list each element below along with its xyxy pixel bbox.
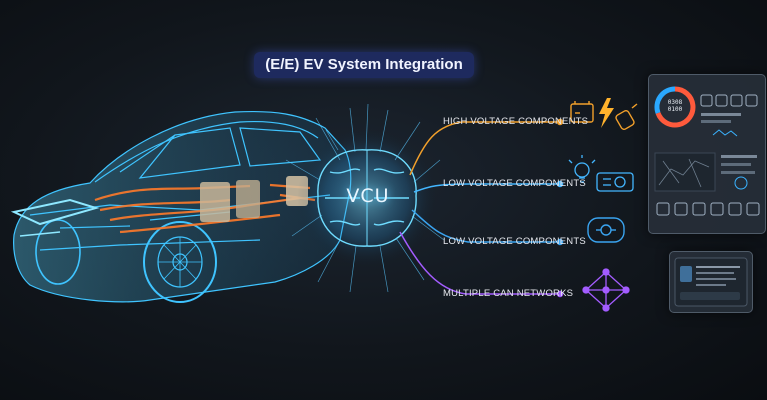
light-bulb-icon (568, 155, 596, 183)
projector-icon (596, 172, 634, 192)
label-can-networks: MULTIPLE CAN NETWORKS (443, 288, 574, 299)
connector-can-networks (399, 231, 564, 298)
steering-wheel-icon (587, 217, 625, 243)
vcu-brain (285, 103, 445, 293)
label-low-voltage-2: LOW VOLTAGE COMPONENTS (443, 236, 586, 247)
gauge-readout-top: 0308 (667, 99, 683, 106)
diagram-title: (E/E) EV System Integration (254, 52, 474, 78)
vcu-label: VCU (346, 185, 390, 207)
connector-low-voltage-2 (411, 209, 564, 246)
label-high-voltage: HIGH VOLTAGE COMPONENTS (443, 116, 589, 127)
device-graphics (674, 257, 748, 307)
connector-high-voltage (409, 118, 564, 176)
dashboard-panel: 0308 0100 (648, 74, 766, 234)
label-low-voltage-1: LOW VOLTAGE COMPONENTS (443, 178, 586, 189)
lightning-bolt-icon (599, 98, 614, 128)
device-panel (669, 251, 753, 313)
dashboard-graphics (654, 86, 760, 216)
can-network-icon (582, 268, 630, 312)
charging-plug-icon (615, 103, 638, 131)
battery-icon (570, 101, 594, 123)
connector-low-voltage-1 (413, 180, 564, 193)
gauge-readout-bottom: 0100 (667, 106, 683, 113)
gauge-readout: 0308 0100 (663, 99, 687, 113)
gauge-arc (655, 86, 696, 128)
